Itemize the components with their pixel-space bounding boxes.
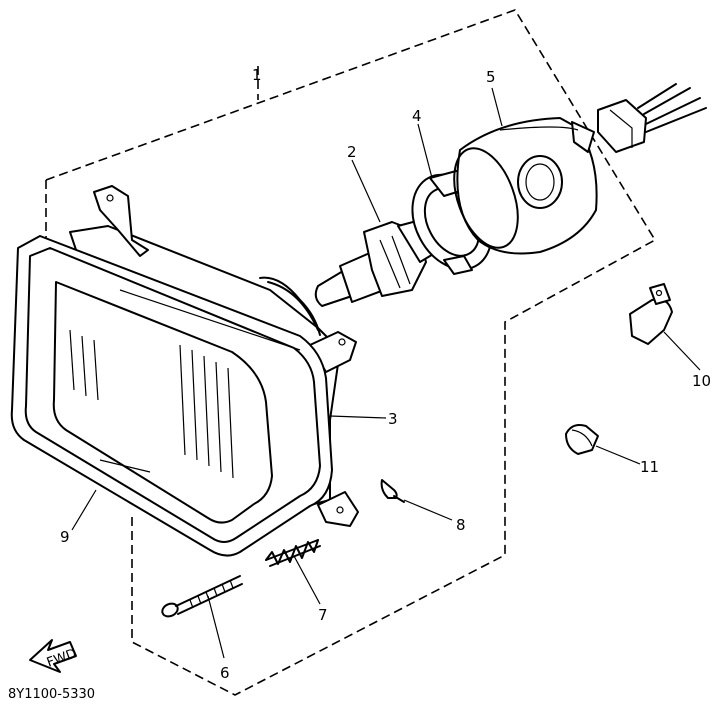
adjusting-screw	[161, 575, 243, 618]
diagram-code: 8Y1100-5330	[8, 687, 95, 702]
callout-5: 5	[486, 68, 496, 86]
cable-clamp	[629, 283, 673, 345]
callout-10: 10	[692, 372, 711, 390]
callout-4: 4	[412, 107, 422, 125]
wire-connector	[597, 83, 707, 153]
assembly-boundary	[45, 9, 657, 696]
rubber-cover	[453, 117, 598, 255]
leader-lines	[71, 87, 701, 659]
callout-6: 6	[220, 664, 230, 682]
forward-arrow-icon: FWD	[29, 639, 79, 673]
callout-7: 7	[318, 606, 328, 624]
callout-11: 11	[640, 458, 659, 476]
callout-3: 3	[388, 410, 398, 428]
cotter-pin	[380, 479, 405, 503]
adjuster-spring	[265, 539, 321, 567]
callout-1: 1	[252, 66, 262, 84]
headlight-unit	[10, 185, 359, 557]
callout-8: 8	[456, 516, 466, 534]
callout-2: 2	[347, 143, 357, 161]
wire-clip	[565, 424, 599, 455]
callout-9: 9	[60, 528, 70, 546]
